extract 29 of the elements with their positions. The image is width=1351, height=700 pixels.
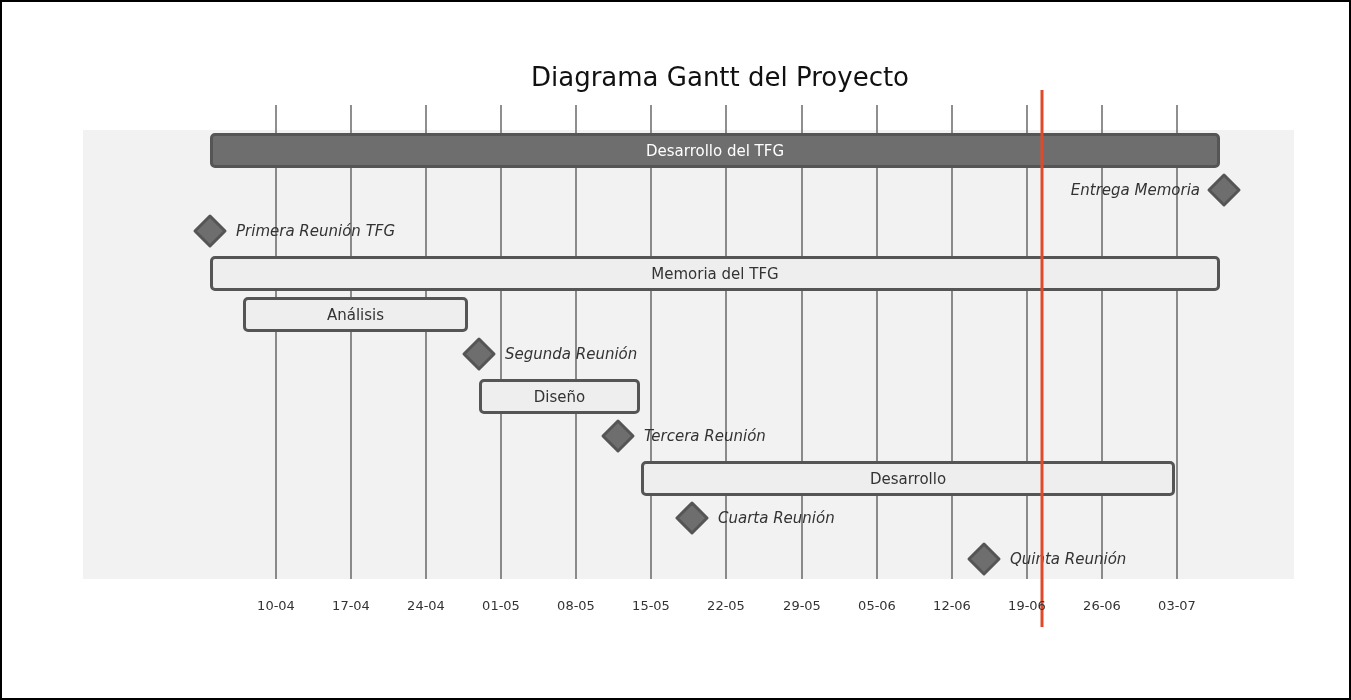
axis-tick-label: 15-05 xyxy=(631,598,671,613)
axis-tick-label: 22-05 xyxy=(706,598,746,613)
axis-tick-label: 01-05 xyxy=(481,598,521,613)
milestone-diamond xyxy=(1206,172,1242,208)
milestone-diamond xyxy=(461,336,497,372)
task-bar: Diseño xyxy=(479,379,640,414)
task-bar: Desarrollo xyxy=(641,461,1175,496)
milestone-diamond xyxy=(674,500,710,536)
axis-tick-label: 08-05 xyxy=(556,598,596,613)
milestone-label: Primera Reunión TFG xyxy=(236,221,396,241)
axis-tick-label: 17-04 xyxy=(331,598,371,613)
chart-title: Diagrama Gantt del Proyecto xyxy=(529,62,911,92)
task-bar: Memoria del TFG xyxy=(210,256,1220,291)
axis-tick-label: 05-06 xyxy=(857,598,897,613)
milestone-label: Cuarta Reunión xyxy=(718,508,835,528)
milestone-label: Segunda Reunión xyxy=(505,344,638,364)
summary-task-bar: Desarrollo del TFG xyxy=(210,133,1220,168)
milestone-label: Entrega Memoria xyxy=(1070,180,1200,200)
axis-tick-label: 26-06 xyxy=(1082,598,1122,613)
milestone-diamond xyxy=(600,418,636,454)
milestone-label: Tercera Reunión xyxy=(644,426,766,446)
axis-tick-label: 29-05 xyxy=(782,598,822,613)
milestone-diamond xyxy=(192,213,228,249)
axis-tick-label: 10-04 xyxy=(256,598,296,613)
milestone-diamond xyxy=(966,541,1002,577)
axis-tick-label: 03-07 xyxy=(1157,598,1197,613)
task-bar: Análisis xyxy=(243,297,468,332)
axis-tick-label: 24-04 xyxy=(406,598,446,613)
axis-tick-label: 12-06 xyxy=(932,598,972,613)
